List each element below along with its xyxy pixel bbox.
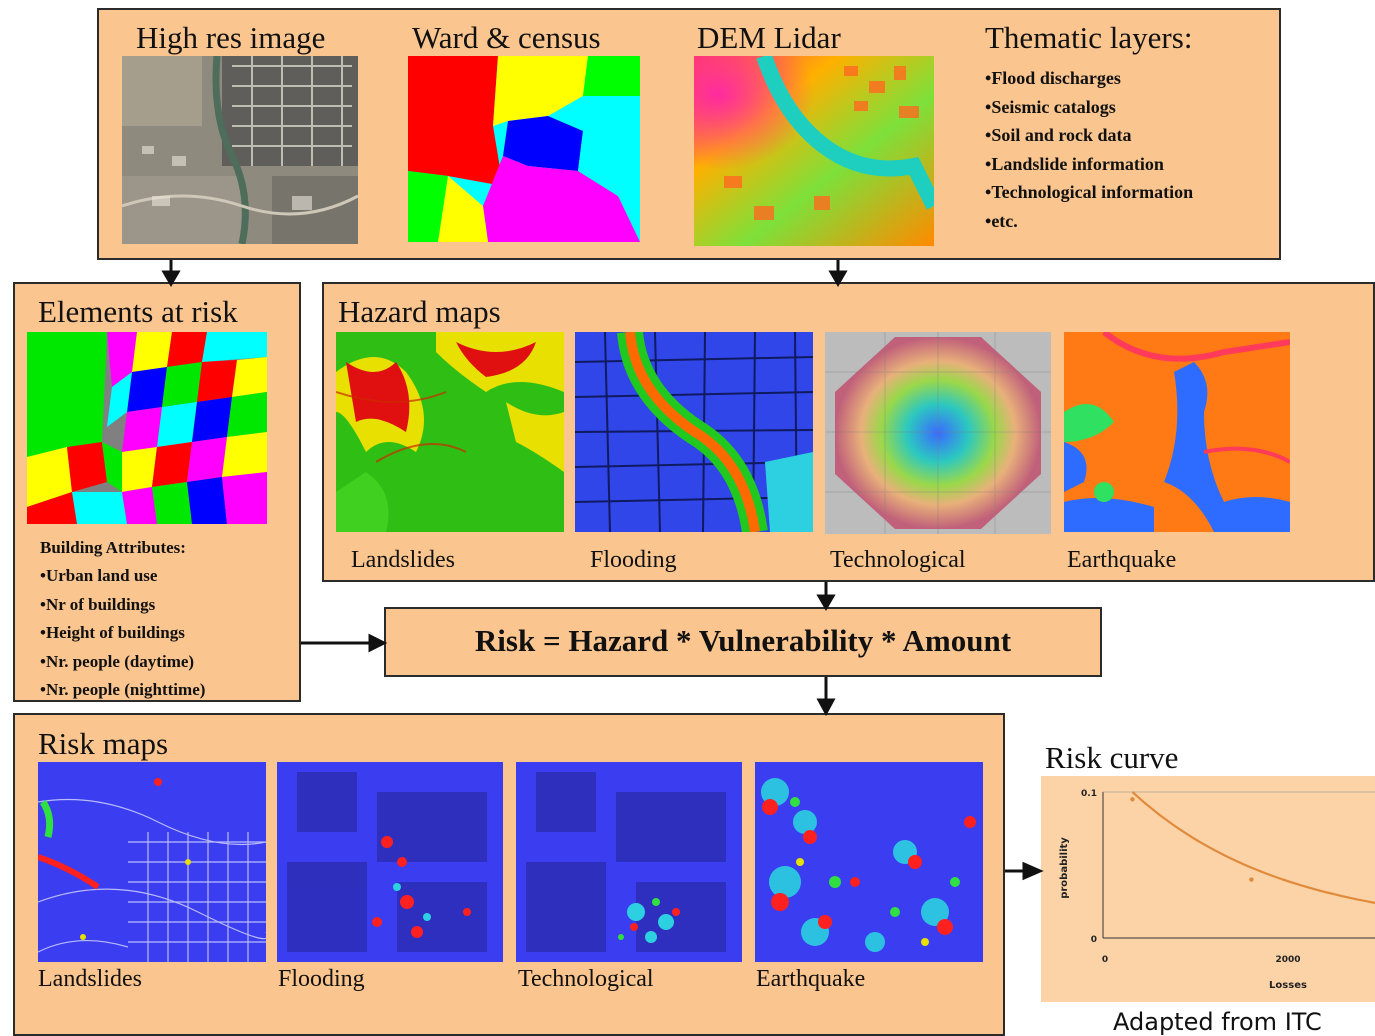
building-attributes-title: Building Attributes:	[40, 538, 186, 557]
risk-curve-point	[1130, 797, 1135, 802]
risk-maps-title: Risk maps	[38, 726, 169, 761]
thematic-item: Technological information	[985, 178, 1193, 207]
hazard-label-technological: Technological	[830, 547, 966, 573]
dem-lidar-title: DEM Lidar	[697, 20, 841, 55]
risk-curve-title: Risk curve	[1045, 740, 1179, 775]
x-tick-2000: 2000	[1275, 955, 1300, 965]
risk-map-flooding	[277, 762, 503, 962]
risk-label-flooding: Flooding	[278, 966, 365, 992]
x-tick-zero: 0	[1102, 955, 1108, 965]
thematic-item: Soil and rock data	[985, 121, 1193, 150]
risk-curve-line	[1131, 791, 1375, 905]
hazard-maps-title: Hazard maps	[338, 294, 501, 329]
risk-curve-plot: 0.1 0 0 2000 Losses probability	[1059, 789, 1375, 991]
high-res-image	[122, 56, 358, 244]
x-axis-label: Losses	[1269, 980, 1307, 991]
building-attribute-item: Height of buildings	[40, 619, 205, 648]
y-tick-bottom: 0	[1091, 935, 1097, 945]
thematic-layers-title: Thematic layers:	[985, 20, 1193, 55]
risk-label-landslides: Landslides	[38, 966, 142, 992]
building-attributes-list: Urban land use Nr of buildings Height of…	[40, 562, 205, 705]
risk-map-technological	[516, 762, 742, 962]
y-tick-top: 0.1	[1081, 789, 1097, 799]
risk-equation-box: Risk = Hazard * Vulnerability * Amount	[384, 607, 1102, 677]
credit-text: Adapted from ITC	[1113, 1008, 1322, 1036]
hazard-label-landslides: Landslides	[351, 547, 455, 573]
risk-curve-point	[1249, 877, 1254, 882]
hazard-label-earthquake: Earthquake	[1067, 547, 1177, 573]
building-attribute-item: Nr. people (daytime)	[40, 648, 205, 677]
thematic-item: Flood discharges	[985, 64, 1193, 93]
risk-label-technological: Technological	[518, 966, 654, 992]
hazard-map-flooding	[575, 332, 813, 532]
high-res-image-title: High res image	[136, 20, 326, 55]
thematic-item: Landslide information	[985, 150, 1193, 179]
risk-curve-points	[1130, 797, 1254, 882]
hazard-map-landslides	[336, 332, 564, 532]
risk-map-earthquake	[755, 762, 983, 962]
building-attribute-item: Nr. people (nighttime)	[40, 676, 205, 705]
elements-at-risk-map	[27, 332, 267, 524]
elements-at-risk-title: Elements at risk	[38, 294, 238, 329]
risk-curve-chart: 0.1 0 0 2000 Losses probability	[1041, 776, 1375, 1002]
building-attribute-item: Nr of buildings	[40, 591, 205, 620]
dem-lidar-map	[694, 56, 934, 246]
building-attribute-item: Urban land use	[40, 562, 205, 591]
thematic-item: etc.	[985, 207, 1193, 236]
thematic-item: Seismic catalogs	[985, 93, 1193, 122]
risk-equation: Risk = Hazard * Vulnerability * Amount	[474, 623, 1012, 658]
hazard-map-earthquake	[1064, 332, 1290, 532]
ward-census-title: Ward & census	[412, 20, 601, 55]
hazard-label-flooding: Flooding	[590, 547, 677, 573]
hazard-map-technological	[825, 332, 1051, 534]
risk-map-landslides	[38, 762, 266, 962]
thematic-layers-list: Flood discharges Seismic catalogs Soil a…	[985, 64, 1193, 236]
y-axis-label: probability	[1059, 837, 1070, 899]
ward-census-map	[408, 56, 640, 242]
risk-label-earthquake: Earthquake	[756, 966, 866, 992]
